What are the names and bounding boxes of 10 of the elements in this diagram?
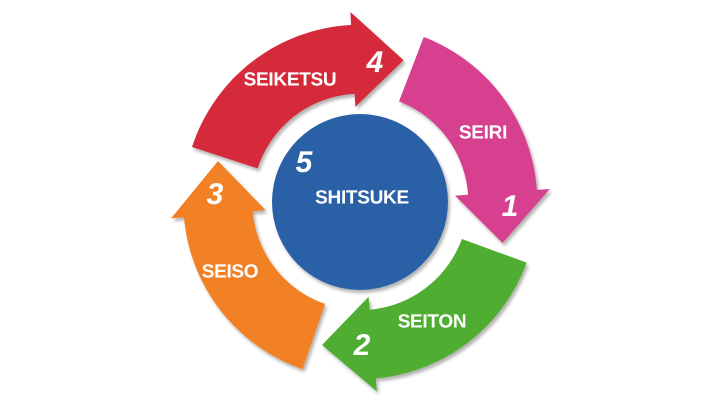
step-label: SEIKETSU xyxy=(244,70,336,90)
step-label: SEIRI xyxy=(458,123,508,142)
step-number: 2 xyxy=(354,330,370,361)
step-number: 5 xyxy=(296,148,312,178)
step-number: 3 xyxy=(206,180,224,210)
step-number: 4 xyxy=(366,48,384,78)
step-number: 1 xyxy=(502,192,518,222)
step-label: SEISO xyxy=(202,262,258,282)
step-label: SHITSUKE xyxy=(315,188,409,208)
step-label: SEITON xyxy=(398,312,466,332)
